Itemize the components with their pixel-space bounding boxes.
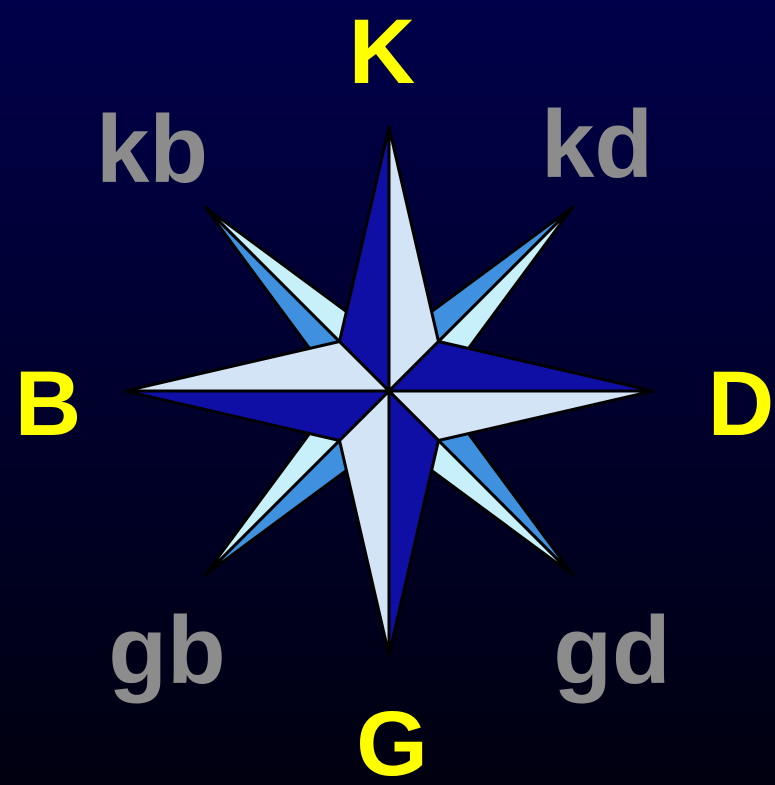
west-label: B	[15, 358, 81, 450]
southwest-label: gb	[108, 603, 225, 699]
northwest-label: kb	[96, 102, 208, 198]
east-label: D	[708, 358, 774, 450]
southeast-label: gd	[553, 603, 670, 699]
north-label: K	[349, 6, 415, 98]
south-label: G	[356, 698, 428, 785]
northeast-label: kd	[541, 97, 653, 193]
